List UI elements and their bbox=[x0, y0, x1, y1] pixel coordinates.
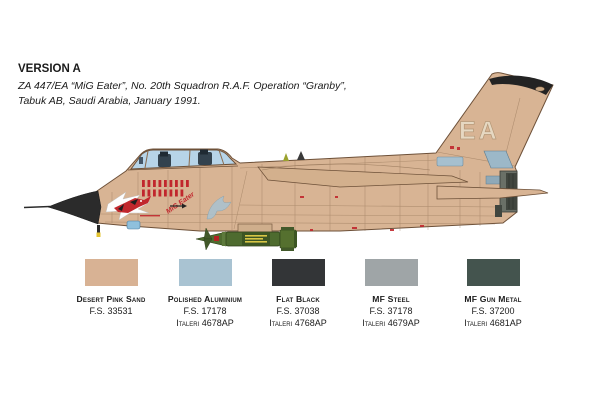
pitot-probe bbox=[23, 205, 51, 209]
paint-fs-code: F.S. 17178 bbox=[183, 306, 227, 316]
paint-italeri-code: Italeri 4678AP bbox=[176, 318, 234, 328]
laser-designator-window bbox=[126, 220, 141, 230]
mission-markings bbox=[142, 180, 189, 197]
green-antenna bbox=[283, 153, 289, 161]
paint-fs-code: F.S. 37178 bbox=[369, 306, 413, 316]
paint-swatch-color bbox=[271, 259, 325, 286]
hud-frame bbox=[139, 157, 143, 164]
paint-fs-code: F.S. 37038 bbox=[276, 306, 320, 316]
weapon-pylon bbox=[237, 223, 273, 233]
blade-antenna bbox=[297, 151, 305, 160]
paint-name: Flat Black bbox=[276, 294, 320, 304]
paint-italeri-code: Italeri 4681AP bbox=[464, 318, 522, 328]
under-nose-probe bbox=[96, 225, 101, 237]
ejection-seat-front bbox=[158, 154, 171, 167]
fin-tip-antenna bbox=[535, 86, 545, 92]
paint-fs-code: F.S. 37200 bbox=[471, 306, 515, 316]
paint-swatch-desert-pink-sand: Desert Pink Sand F.S. 33531 bbox=[56, 259, 166, 318]
paint-italeri-code: Italeri 4679AP bbox=[362, 318, 420, 328]
paint-swatch-color bbox=[364, 259, 418, 286]
ejection-seat-rear bbox=[198, 152, 212, 165]
taileron bbox=[436, 185, 549, 200]
wing-glove-line bbox=[261, 163, 431, 171]
paint-swatch-color bbox=[178, 259, 232, 286]
heat-exchanger-panel bbox=[436, 156, 464, 167]
paint-swatch-polished-aluminium: Polished Aluminium F.S. 17178 Italeri 46… bbox=[150, 259, 260, 328]
paint-name: MF Steel bbox=[372, 294, 410, 304]
paint-swatch-mf-steel: MF Steel F.S. 37178 Italeri 4679AP bbox=[336, 259, 446, 328]
radome-nose-cone bbox=[47, 190, 102, 225]
mig-eater-nose-art bbox=[105, 191, 151, 221]
paint-name: Desert Pink Sand bbox=[76, 294, 146, 304]
scheme-header: VERSION A ZA 447/EA “MiG Eater”, No. 20t… bbox=[18, 62, 347, 109]
tail-code: EA bbox=[459, 117, 500, 145]
fin-base-intake-panel bbox=[483, 150, 514, 169]
paint-swatch-flat-black: Flat Black F.S. 37038 Italeri 4768AP bbox=[243, 259, 353, 328]
paint-italeri-code: Italeri 4768AP bbox=[269, 318, 327, 328]
laser-guided-bomb bbox=[195, 227, 297, 251]
wing bbox=[257, 166, 469, 188]
version-heading: VERSION A bbox=[18, 63, 81, 75]
paint-swatch-color bbox=[84, 259, 138, 286]
black-arrow-stencil bbox=[170, 203, 187, 209]
paint-name: Polished Aluminium bbox=[167, 294, 243, 304]
paint-swatch-color bbox=[466, 259, 520, 286]
ghost-artwork bbox=[206, 195, 232, 220]
paint-palette: Desert Pink Sand F.S. 33531 Polished Alu… bbox=[0, 259, 600, 339]
paint-name: MF Gun Metal bbox=[464, 294, 522, 304]
subject-line-1: ZA 447/EA “MiG Eater”, No. 20th Squadron… bbox=[18, 80, 347, 92]
paint-swatch-mf-gun-metal: MF Gun Metal F.S. 37200 Italeri 4681AP bbox=[438, 259, 548, 328]
subject-line-2: Tabuk AB, Saudi Arabia, January 1991. bbox=[18, 95, 201, 107]
cockpit-canopy bbox=[127, 149, 239, 171]
paint-fs-code: F.S. 33531 bbox=[89, 306, 133, 316]
